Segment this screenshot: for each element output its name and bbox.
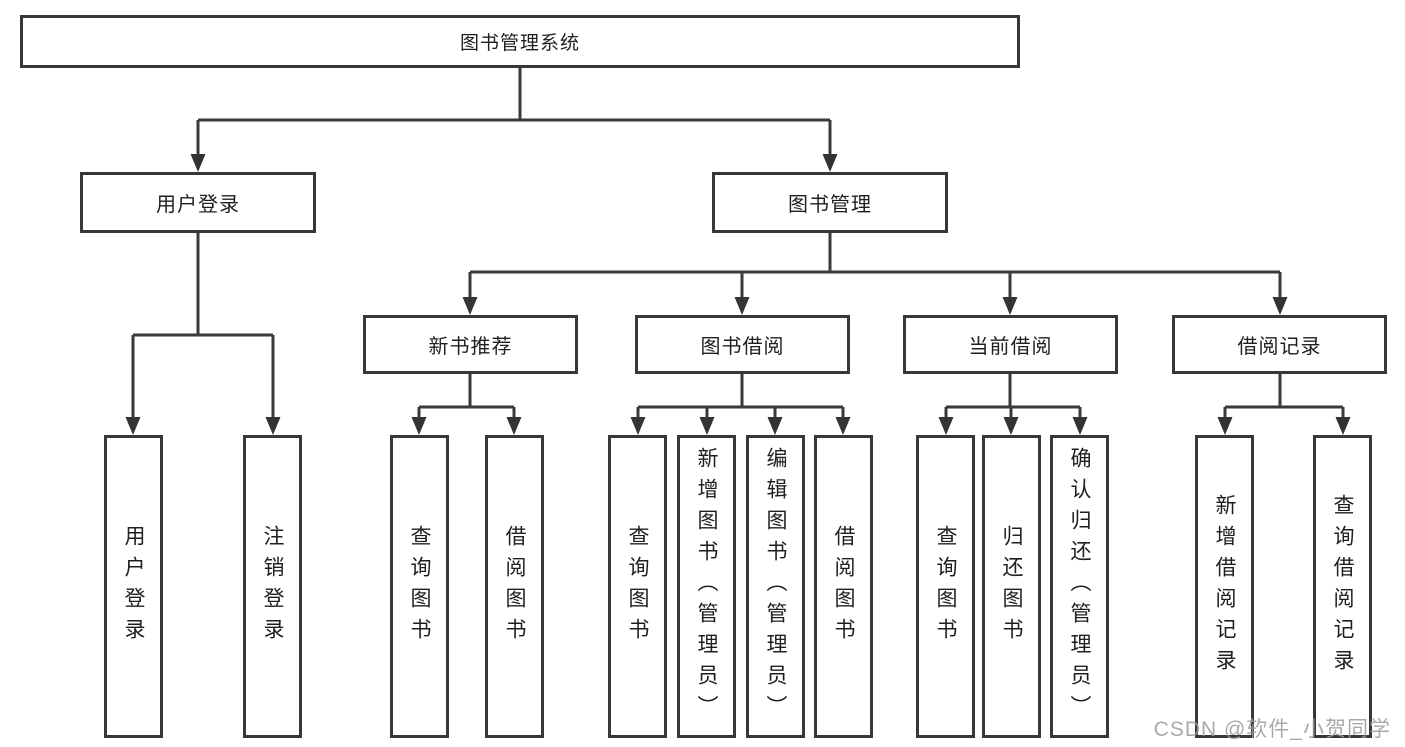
leaf-return-books: 归还图书 [982, 435, 1041, 738]
node-label: 借阅记录 [1237, 336, 1322, 358]
connector-book-mgmt-to-level3 [462, 233, 1288, 315]
leaf-borrow-books: 借阅图书 [814, 435, 873, 738]
node-label: 新增图书（管理员） [695, 447, 718, 726]
node-label: 查询借阅记录 [1331, 493, 1354, 680]
node-label: 图书借阅 [700, 336, 785, 358]
leaf-query-borrow-record: 查询借阅记录 [1313, 435, 1372, 738]
node-label: 图书管理 [788, 194, 872, 216]
connector-root-to-level2 [190, 68, 838, 172]
node-label: 归还图书 [1000, 524, 1023, 649]
leaf-add-borrow-record: 新增借阅记录 [1195, 435, 1254, 738]
leaf-query-books-borrow: 查询图书 [608, 435, 667, 738]
node-label: 借阅图书 [503, 524, 526, 649]
node-label: 确认归还（管理员） [1068, 447, 1091, 726]
connector-borrow-records-to-leaves [1217, 374, 1351, 435]
node-label: 当前借阅 [968, 336, 1053, 358]
node-library-management-system: 图书管理系统 [20, 15, 1020, 68]
node-label: 查询图书 [408, 524, 431, 649]
leaf-edit-books-admin: 编辑图书（管理员） [746, 435, 805, 738]
node-label: 编辑图书（管理员） [764, 447, 787, 726]
node-book-borrowing: 图书借阅 [635, 315, 850, 374]
node-label: 新书推荐 [428, 336, 513, 358]
node-user-login: 用户登录 [80, 172, 316, 233]
connector-user-login-to-leaves [125, 233, 281, 435]
leaf-query-books-current: 查询图书 [916, 435, 975, 738]
leaf-add-books-admin: 新增图书（管理员） [677, 435, 736, 738]
csdn-watermark: CSDN @软件_小贺同学 [1153, 718, 1391, 741]
connector-new-book-to-leaves [411, 374, 522, 435]
connector-book-borrow-to-leaves [630, 374, 851, 435]
node-label: 用户登录 [122, 524, 145, 649]
node-borrowing-records: 借阅记录 [1172, 315, 1387, 374]
node-book-management: 图书管理 [712, 172, 948, 233]
node-label: 用户登录 [156, 194, 240, 216]
leaf-borrow-books-recommend: 借阅图书 [485, 435, 544, 738]
node-new-book-recommendation: 新书推荐 [363, 315, 578, 374]
node-label: 查询图书 [626, 524, 649, 649]
leaf-logout: 注销登录 [243, 435, 302, 738]
connector-current-borrow-to-leaves [938, 374, 1088, 435]
node-label: 借阅图书 [832, 524, 855, 649]
node-current-borrowing: 当前借阅 [903, 315, 1118, 374]
leaf-confirm-return-admin: 确认归还（管理员） [1050, 435, 1109, 738]
leaf-user-login: 用户登录 [104, 435, 163, 738]
node-label: 注销登录 [261, 524, 284, 649]
leaf-query-books-recommend: 查询图书 [390, 435, 449, 738]
node-label: 查询图书 [934, 524, 957, 649]
node-label: 新增借阅记录 [1213, 493, 1236, 680]
node-label: 图书管理系统 [459, 33, 580, 54]
